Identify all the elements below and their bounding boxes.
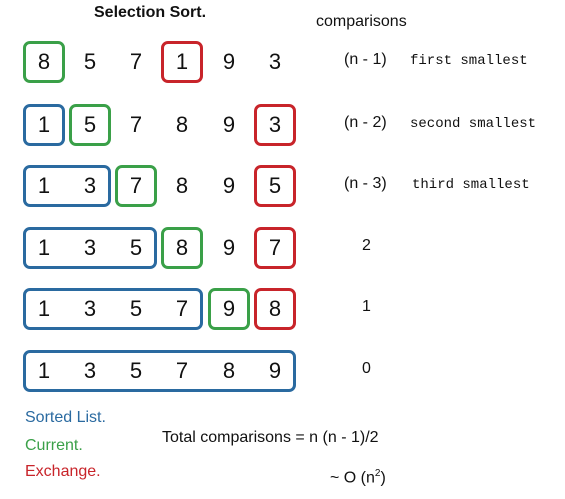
- step-description: third smallest: [412, 177, 530, 193]
- array-value: 7: [129, 49, 143, 74]
- array-value: 7: [175, 296, 189, 321]
- legend-current: Current.: [25, 437, 83, 454]
- sort-step-row: 1 3 5 8 9 7 2: [0, 227, 565, 269]
- order-exponent: 2: [374, 468, 381, 479]
- array-value: 1: [175, 49, 189, 74]
- array-value: 5: [83, 49, 97, 74]
- current-box: [161, 227, 203, 269]
- total-comparisons: Total comparisons = n (n - 1)/2: [162, 429, 379, 446]
- array-value: 5: [129, 235, 143, 260]
- array-value: 9: [222, 112, 236, 137]
- comparison-count: (n - 1): [344, 51, 387, 68]
- exchange-box: [254, 165, 296, 207]
- comparison-count: 2: [362, 237, 371, 254]
- sort-step-row: 1 3 5 7 8 9 0: [0, 350, 565, 392]
- comparison-count: (n - 3): [344, 175, 387, 192]
- current-box: [69, 104, 111, 146]
- array-value: 3: [83, 358, 97, 383]
- order-prefix: ~ O (n: [330, 469, 375, 487]
- sort-step-row: 1 3 7 8 9 5 (n - 3) third smallest: [0, 165, 565, 207]
- array-value: 3: [83, 173, 97, 198]
- array-value: 7: [268, 235, 282, 260]
- sort-step-row: 8 5 7 1 9 3 (n - 1) first smallest: [0, 41, 565, 83]
- array-value: 9: [268, 358, 282, 383]
- array-value: 3: [83, 296, 97, 321]
- exchange-box: [254, 227, 296, 269]
- array-value: 8: [175, 173, 189, 198]
- array-value: 3: [268, 112, 282, 137]
- array-value: 1: [37, 173, 51, 198]
- array-value: 3: [83, 235, 97, 260]
- array-value: 3: [268, 49, 282, 74]
- sorted-list-box: [23, 288, 203, 330]
- array-value: 8: [222, 358, 236, 383]
- array-value: 1: [37, 235, 51, 260]
- comparisons-header: comparisons: [316, 13, 407, 30]
- legend-sorted: Sorted List.: [25, 409, 106, 426]
- legend-exchange: Exchange.: [25, 463, 101, 480]
- step-description: second smallest: [410, 116, 537, 132]
- array-value: 7: [129, 173, 143, 198]
- array-value: 5: [268, 173, 282, 198]
- array-value: 1: [37, 296, 51, 321]
- sorted-list-box: [23, 227, 157, 269]
- array-value: 5: [83, 112, 97, 137]
- current-box: [208, 288, 250, 330]
- array-value: 1: [37, 358, 51, 383]
- exchange-box: [254, 104, 296, 146]
- sort-step-row: 1 3 5 7 9 8 1: [0, 288, 565, 330]
- array-value: 8: [175, 235, 189, 260]
- array-value: 9: [222, 296, 236, 321]
- array-value: 9: [222, 235, 236, 260]
- complexity-order: ~ O (n2): [330, 468, 386, 487]
- exchange-box: [161, 41, 203, 83]
- array-value: 8: [37, 49, 51, 74]
- array-value: 5: [129, 296, 143, 321]
- array-value: 7: [175, 358, 189, 383]
- sorted-list-box: [23, 104, 65, 146]
- current-box: [23, 41, 65, 83]
- sorted-list-box: [23, 165, 111, 207]
- exchange-box: [254, 288, 296, 330]
- array-value: 8: [175, 112, 189, 137]
- sorted-list-box: [23, 350, 296, 392]
- sort-step-row: 1 5 7 8 9 3 (n - 2) second smallest: [0, 104, 565, 146]
- order-suffix: ): [380, 469, 386, 487]
- diagram-title: Selection Sort.: [94, 4, 207, 21]
- comparison-count: (n - 2): [344, 114, 387, 131]
- comparison-count: 1: [362, 298, 371, 315]
- array-value: 7: [129, 112, 143, 137]
- array-value: 9: [222, 173, 236, 198]
- array-value: 9: [222, 49, 236, 74]
- comparison-count: 0: [362, 360, 371, 377]
- current-box: [115, 165, 157, 207]
- array-value: 5: [129, 358, 143, 383]
- step-description: first smallest: [410, 53, 528, 69]
- array-value: 8: [268, 296, 282, 321]
- array-value: 1: [37, 112, 51, 137]
